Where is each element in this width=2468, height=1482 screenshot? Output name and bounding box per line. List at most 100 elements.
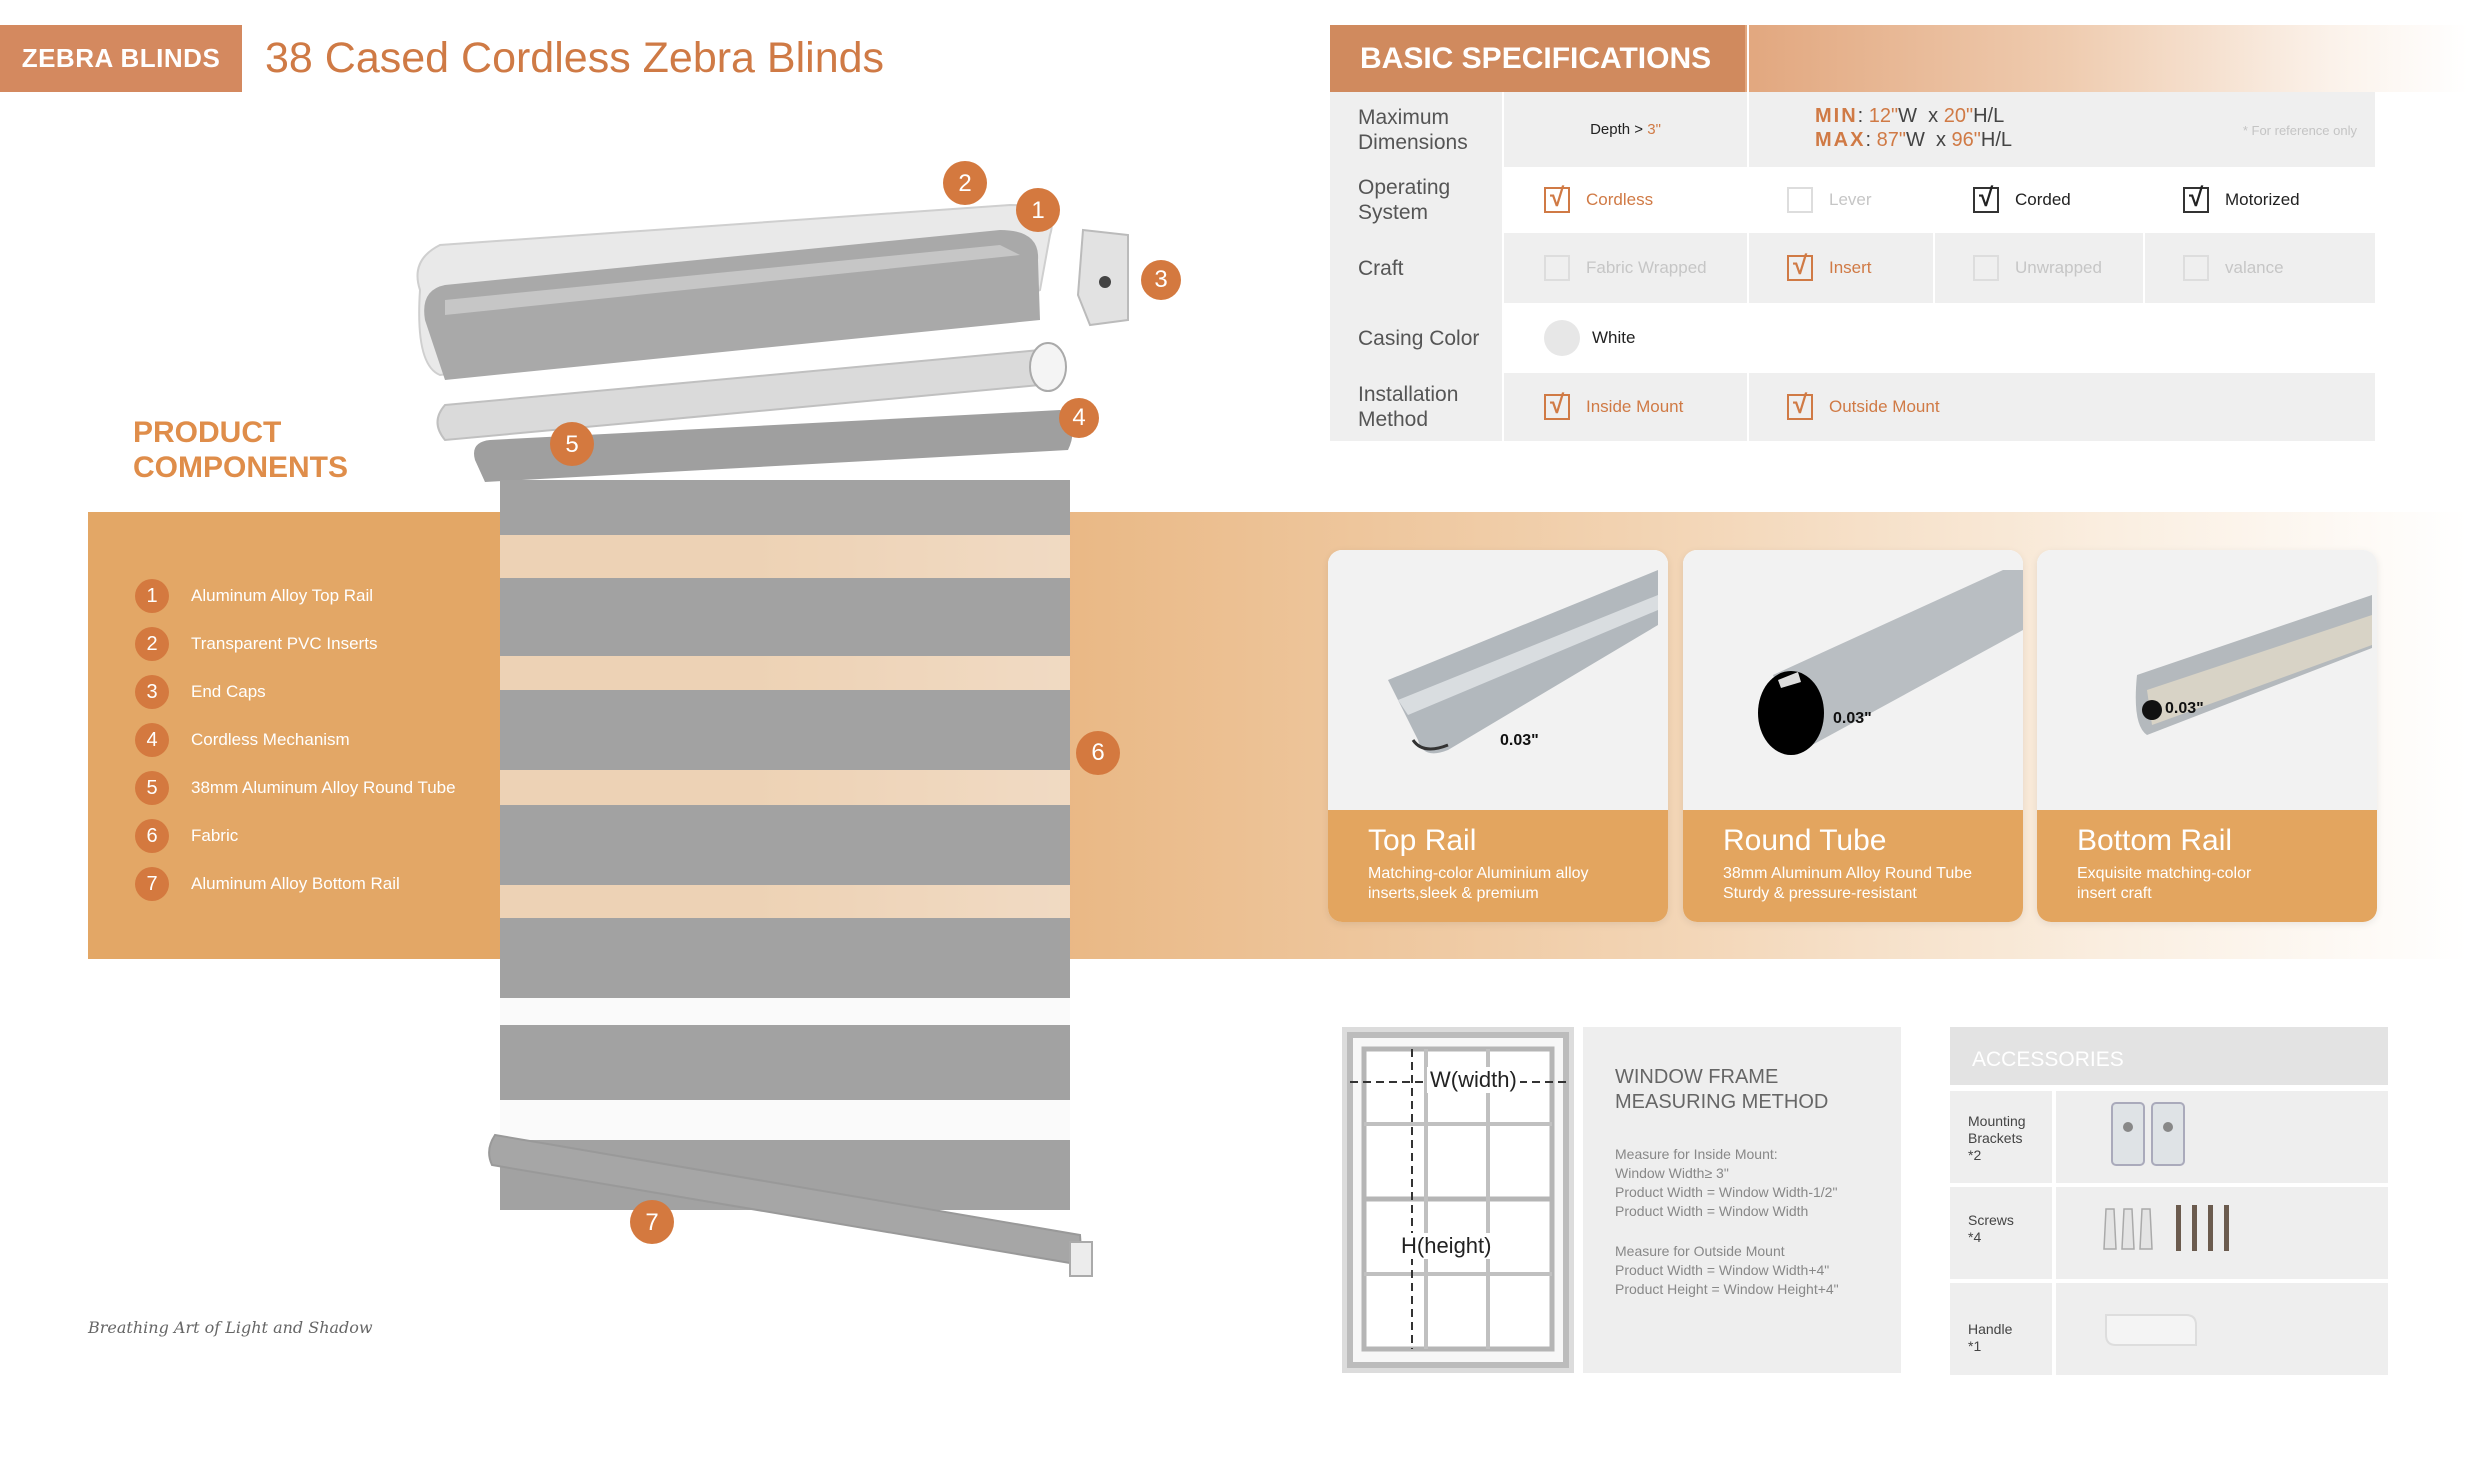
width-label: W(width) <box>1427 1067 1520 1093</box>
feature-caption: Top Rail Matching-color Aluminium alloy … <box>1328 810 1668 922</box>
checkbox-unchecked <box>1787 187 1813 213</box>
specs-header: BASIC SPECIFICATIONS <box>1330 25 2468 92</box>
accessory-row: Mounting Brackets*2 <box>1950 1091 2388 1183</box>
checkbox-checked <box>1787 250 1813 281</box>
svg-text:5: 5 <box>565 431 578 458</box>
option-cordless: Cordless <box>1504 167 1749 233</box>
spec-label: Operating System <box>1330 167 1504 233</box>
accessory-qty: *2 <box>1968 1147 1982 1163</box>
option-label: Cordless <box>1586 190 1654 209</box>
min-dimension: MIN: 12"W x 20"H/L <box>1815 105 2005 127</box>
round-tube-profile-icon <box>1758 570 2023 755</box>
feature-title: Top Rail <box>1368 824 1477 857</box>
checkbox-unchecked <box>2183 255 2209 281</box>
handle-icon <box>2105 1314 2197 1346</box>
checkbox-checked <box>1787 389 1813 420</box>
checkbox-unchecked <box>1544 255 1570 281</box>
accessory-label: Screws <box>1968 1212 2014 1228</box>
option-inside-mount: Inside Mount <box>1504 373 1749 441</box>
max-x: x <box>1935 129 1946 151</box>
svg-text:7: 7 <box>645 1209 658 1236</box>
accessory-qty: *4 <box>1968 1229 1982 1245</box>
accessory-row: Screws*4 <box>1950 1187 2388 1279</box>
accessory-qty: *1 <box>1968 1338 1982 1354</box>
page-title: 38 Cased Cordless Zebra Blinds <box>265 34 885 82</box>
reference-note: * For reference only <box>2242 123 2357 138</box>
category-tag: ZEBRA BLINDS <box>0 25 242 92</box>
top-rail-profile-icon <box>1388 570 1658 754</box>
max-label: MAX <box>1815 129 1866 151</box>
bottom-rail-dimension: 0.03" <box>2165 700 2204 717</box>
min-height: 20" <box>1943 105 1974 127</box>
accessory-label: Handle <box>1968 1321 2013 1337</box>
casing-color-cell: White <box>1504 303 1749 373</box>
instruction-line: Product Width = Window Width+4" <box>1615 1262 1830 1278</box>
accessory-image <box>2056 1091 2388 1183</box>
spec-row-operating: Operating System Cordless Lever Corded M… <box>1330 167 2375 233</box>
max-width: 87" <box>1876 129 1906 151</box>
depth-cell: Depth > 3" <box>1504 92 1749 167</box>
feature-desc-line2: inserts,sleek & premium <box>1368 885 1539 902</box>
feature-desc-line1: 38mm Aluminum Alloy Round Tube <box>1723 865 1973 882</box>
feature-desc-line2: Sturdy & pressure-resistant <box>1723 885 1917 902</box>
round-tube-dimension: 0.03" <box>1833 710 1872 727</box>
item-number: 5 <box>135 771 169 805</box>
min-h-unit: H/L <box>1973 105 2005 127</box>
item-label: Transparent PVC Inserts <box>191 634 378 653</box>
option-outside-mount: Outside Mount <box>1749 373 2375 441</box>
spec-row-craft: Craft Fabric Wrapped Insert Unwrapped va… <box>1330 233 2375 303</box>
option-label: Corded <box>2015 190 2071 209</box>
max-height: 96" <box>1951 129 1981 151</box>
measuring-title-line1: WINDOW FRAME <box>1615 1066 1779 1088</box>
spec-row-installation: Installation Method Inside Mount Outside… <box>1330 373 2375 441</box>
min-w-unit: W <box>1898 105 1918 127</box>
accessory-image <box>2056 1187 2388 1279</box>
item-number: 3 <box>135 675 169 709</box>
accessories-title: ACCESSORIES <box>1950 1027 2388 1085</box>
instruction-line: Product Height = Window Height+4" <box>1615 1281 1839 1297</box>
checkbox-checked <box>1544 389 1570 420</box>
accessory-name: Handle*1 <box>1950 1283 2052 1375</box>
bottom-end-cap <box>1069 1241 1093 1277</box>
checkbox-checked <box>2183 182 2209 213</box>
end-cap-hole <box>1099 276 1111 288</box>
option-label: Unwrapped <box>2015 258 2102 277</box>
option-fabric-wrapped: Fabric Wrapped <box>1504 233 1749 303</box>
item-number: 1 <box>135 579 169 613</box>
spec-label: Maximum Dimensions <box>1330 92 1504 167</box>
callout-markers: 2 1 5 7 <box>550 161 1060 1244</box>
feature-title: Round Tube <box>1723 824 1887 857</box>
screws-icon <box>2103 1205 2229 1251</box>
option-label: valance <box>2225 258 2284 277</box>
feature-desc-line1: Matching-color Aluminium alloy <box>1368 865 1589 882</box>
window-diagram: W(width) H(height) <box>1342 1027 1574 1373</box>
specs-header-divider <box>1747 25 1749 92</box>
bottom-rail-profile-icon <box>2135 595 2372 735</box>
feature-caption: Bottom Rail Exquisite matching-color ins… <box>2037 810 2377 922</box>
option-motorized: Motorized <box>2145 167 2375 233</box>
components-title: PRODUCT COMPONENTS <box>133 415 393 485</box>
dimension-range-cell: MIN: 12"W x 20"H/L MAX: 87"W x 96"H/L * … <box>1749 92 2375 167</box>
fabric-roll-shape <box>474 410 1073 482</box>
accessory-name: Mounting Brackets*2 <box>1950 1091 2052 1183</box>
max-w-unit: W <box>1905 129 1925 151</box>
measuring-title: WINDOW FRAME MEASURING METHOD <box>1615 1065 1869 1115</box>
bracket-icon <box>2111 1102 2185 1166</box>
components-title-line1: PRODUCT <box>133 416 282 449</box>
item-number: 4 <box>135 723 169 757</box>
option-label: Insert <box>1829 258 1872 277</box>
round-tube-shape <box>436 348 1041 442</box>
callout-3: 3 <box>1141 260 1181 300</box>
tagline: Breathing Art of Light and Shadow <box>88 1318 373 1337</box>
feature-card-bottom-rail: 0.03" Bottom Rail Exquisite matching-col… <box>2037 550 2377 922</box>
feature-card-top-rail: 0.03" Top Rail Matching-color Aluminium … <box>1328 550 1668 922</box>
bottom-rail-image: 0.03" <box>2037 550 2377 810</box>
feature-caption: Round Tube 38mm Aluminum Alloy Round Tub… <box>1683 810 2023 922</box>
callout-6: 6 <box>1076 731 1120 775</box>
checkbox-checked <box>1973 182 1999 213</box>
feature-card-round-tube: 0.03" Round Tube 38mm Aluminum Alloy Rou… <box>1683 550 2023 922</box>
checkbox-unchecked <box>1973 255 1999 281</box>
